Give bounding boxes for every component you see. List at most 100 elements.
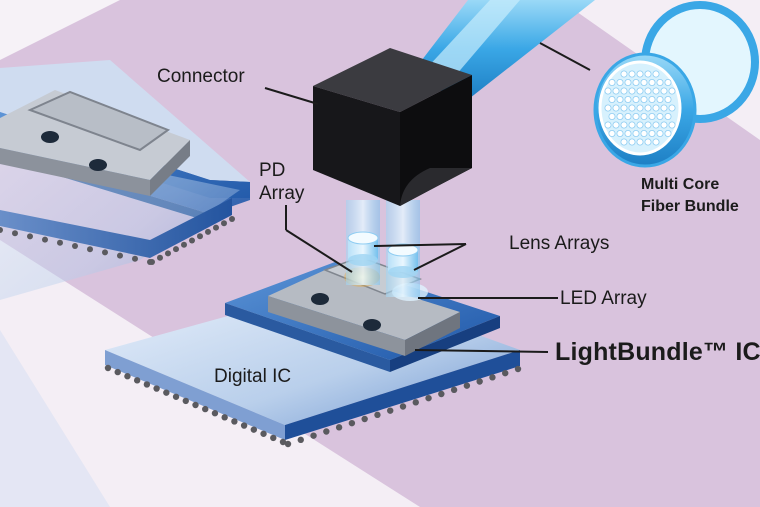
lens-arrays-label: Lens Arrays xyxy=(509,233,610,254)
solder-ball xyxy=(157,254,163,261)
solder-ball xyxy=(231,418,238,425)
solder-ball xyxy=(104,364,112,372)
fiber-core xyxy=(624,129,632,137)
fiber-core xyxy=(664,129,672,137)
solder-ball xyxy=(279,438,287,446)
fiber-core xyxy=(616,79,624,87)
solder-ball xyxy=(229,216,235,222)
fiber-core xyxy=(628,104,636,112)
pd-array-label-line2: Array xyxy=(259,183,305,204)
fiber-core xyxy=(644,104,652,112)
lightbundle-ic-label: LightBundle™ IC xyxy=(555,338,760,366)
fiber-core xyxy=(644,138,652,146)
led-array-label: LED Array xyxy=(560,288,647,309)
solder-ball xyxy=(323,428,330,435)
fiber-core xyxy=(636,138,644,146)
solder-ball xyxy=(153,385,160,392)
fiber-core xyxy=(660,104,668,112)
solder-ball xyxy=(387,407,394,414)
solder-ball xyxy=(132,255,138,262)
left-ic-assembly xyxy=(0,60,250,300)
leader-lines xyxy=(264,42,591,353)
solder-ball xyxy=(72,243,78,249)
fiber-core xyxy=(656,96,664,104)
solder-ball xyxy=(297,436,304,444)
fiber-core xyxy=(656,113,664,121)
connector xyxy=(313,48,472,206)
fiber-core xyxy=(612,104,620,112)
solder-ball xyxy=(335,424,343,431)
solder-ball xyxy=(114,368,121,376)
fiber-core xyxy=(624,79,632,87)
solder-ball xyxy=(374,411,381,419)
solder-ball xyxy=(173,246,179,253)
fiber-core xyxy=(628,121,636,129)
solder-ball xyxy=(260,430,267,437)
fiber-core xyxy=(640,129,648,137)
fiber-core xyxy=(652,104,660,112)
fiber-core xyxy=(648,113,656,121)
fiber-core xyxy=(636,121,644,129)
solder-ball xyxy=(0,227,3,233)
fiber-core xyxy=(640,79,648,87)
fiber-core xyxy=(652,87,660,95)
fiber-core xyxy=(668,87,676,95)
fiber-core xyxy=(636,104,644,112)
solder-ball xyxy=(438,390,445,398)
solder-ball xyxy=(87,246,93,253)
fiber-bundle-label-line1: Multi Core xyxy=(641,176,720,193)
solder-ball xyxy=(399,403,407,410)
fiber-core xyxy=(640,113,648,121)
solder-ball xyxy=(124,373,131,380)
fiber-core xyxy=(608,113,616,121)
solder-ball xyxy=(221,414,228,421)
solder-ball xyxy=(514,365,522,373)
fiber-core xyxy=(664,113,672,121)
fiber-core xyxy=(624,96,632,104)
solder-ball xyxy=(284,440,292,448)
solder-ball xyxy=(192,401,199,409)
fiber-core xyxy=(616,96,624,104)
fiber-core xyxy=(648,96,656,104)
fiber-core xyxy=(604,87,612,95)
solder-ball xyxy=(205,228,211,235)
fiber-core xyxy=(636,70,644,78)
fiber-core xyxy=(604,104,612,112)
solder-ball xyxy=(240,422,248,429)
fiber-core xyxy=(660,121,668,129)
solder-ball xyxy=(412,399,419,406)
solder-ball xyxy=(182,397,189,405)
fiber-core xyxy=(604,121,612,129)
fiber-core xyxy=(632,96,640,104)
fiber-core xyxy=(664,79,672,87)
lens-arrays xyxy=(347,231,419,278)
fiber-core xyxy=(648,129,656,137)
solder-ball xyxy=(133,377,141,384)
solder-ball xyxy=(102,249,108,256)
fiber-core xyxy=(620,87,628,95)
solder-ball xyxy=(189,237,195,244)
fiber-core xyxy=(668,121,676,129)
solder-ball xyxy=(172,393,180,400)
fiber-core xyxy=(632,113,640,121)
fiber-core xyxy=(664,96,672,104)
solder-ball xyxy=(213,224,219,231)
solder-ball xyxy=(27,233,33,240)
fiber-core xyxy=(612,87,620,95)
fiber-core xyxy=(620,138,628,146)
fiber-core xyxy=(608,129,616,137)
digital-ic-label: Digital IC xyxy=(214,366,292,387)
fiber-core xyxy=(652,70,660,78)
fiber-core xyxy=(632,79,640,87)
solder-ball xyxy=(450,386,458,394)
fiber-core xyxy=(620,121,628,129)
solder-ball xyxy=(147,259,153,265)
solder-ball xyxy=(211,410,219,417)
fiber-core xyxy=(668,104,676,112)
solder-ball xyxy=(250,426,258,433)
fiber-core xyxy=(632,129,640,137)
fiber-core xyxy=(628,87,636,95)
fiber-core xyxy=(640,96,648,104)
fiber-core xyxy=(660,87,668,95)
solder-ball xyxy=(361,415,368,423)
